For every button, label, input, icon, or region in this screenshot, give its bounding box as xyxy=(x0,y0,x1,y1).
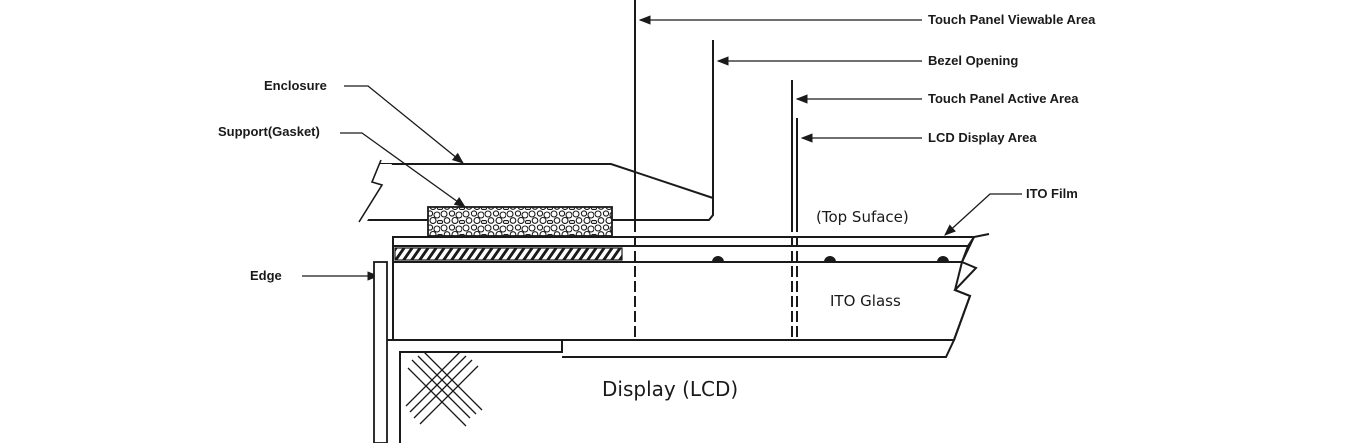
spacer-dot xyxy=(937,256,949,262)
viewable-area-label: Touch Panel Viewable Area xyxy=(928,12,1096,27)
spacer-dot xyxy=(712,256,724,262)
edge-frame xyxy=(373,261,388,443)
enclosure-break-icon xyxy=(358,159,384,223)
lcd-crosshatch-icon xyxy=(405,351,483,427)
enclosure-label: Enclosure xyxy=(264,78,327,93)
top-surface-label: (Top Suface) xyxy=(816,208,909,226)
ito-glass-label: ITO Glass xyxy=(830,292,901,310)
gasket-shape xyxy=(427,206,613,237)
ito-film-label: ITO Film xyxy=(1026,186,1078,201)
bezel-opening-label: Bezel Opening xyxy=(928,53,1018,68)
adhesive-hatch xyxy=(394,247,623,261)
lcd-display-area-label: LCD Display Area xyxy=(928,130,1037,145)
enclosure-arrow xyxy=(344,85,464,164)
ito-film-arrow xyxy=(944,193,1022,236)
support-gasket-arrow xyxy=(340,132,466,208)
panel-break-icon xyxy=(953,233,990,341)
lcd-top-panel xyxy=(562,339,956,358)
lcd-bezel xyxy=(387,339,563,443)
active-area-label: Touch Panel Active Area xyxy=(928,91,1079,106)
spacer-dot xyxy=(824,256,836,262)
edge-label: Edge xyxy=(250,268,282,283)
support-gasket-label: Support(Gasket) xyxy=(218,124,320,139)
enclosure-break-mask xyxy=(354,164,392,221)
ito-film-layer xyxy=(392,236,976,247)
display-lcd-label: Display (LCD) xyxy=(602,377,738,401)
